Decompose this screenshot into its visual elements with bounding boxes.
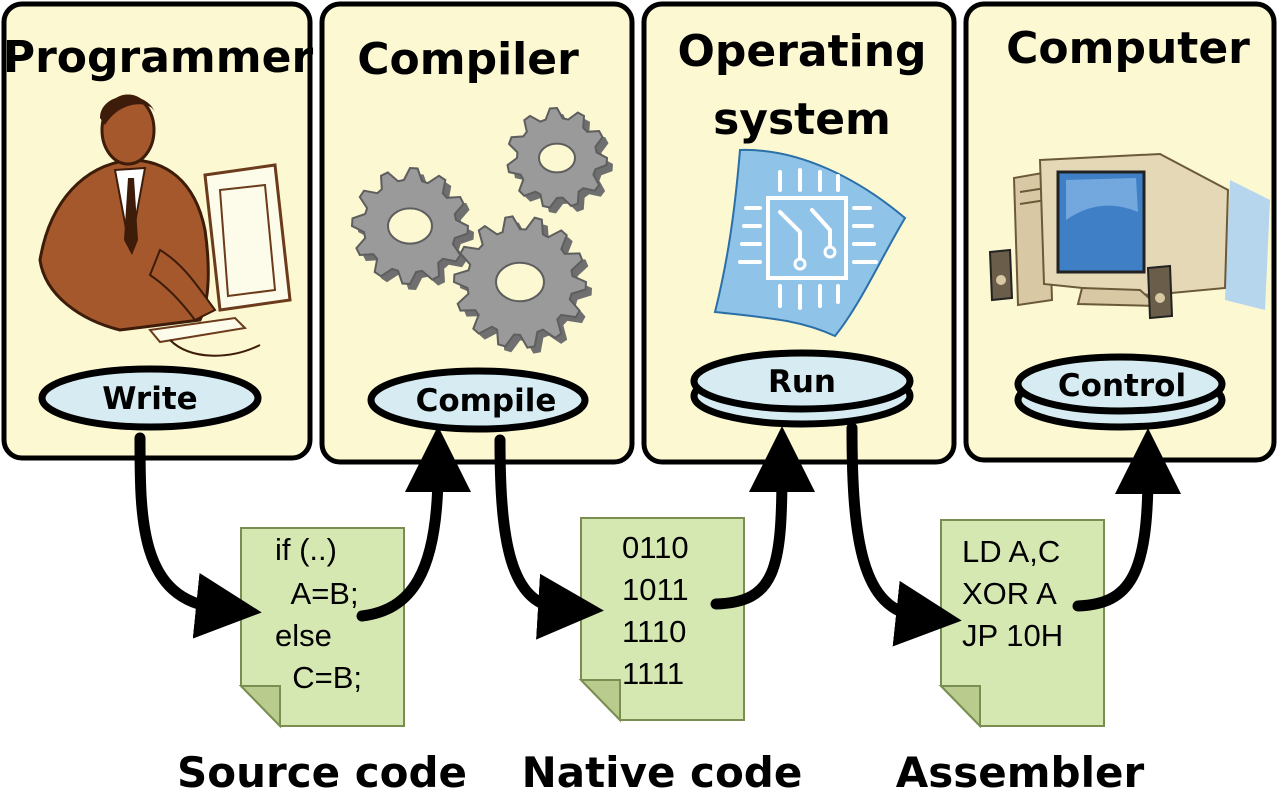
document-native-code-line-3: 1110 — [622, 614, 686, 649]
action-pill-compile — [367, 367, 589, 433]
action-pill-write — [38, 365, 262, 431]
action-pill-write-label: Write — [102, 381, 197, 417]
document-source-code-line-3: else — [275, 618, 332, 653]
document-source-code: if (..) A=B; else C=B; Source code — [177, 527, 467, 792]
document-assembler-line-1: LD A,C — [962, 534, 1060, 569]
circuit-chip-illustration — [713, 148, 907, 338]
arrow-assembler-to-control — [1072, 428, 1181, 612]
panel-operating-system: Operating system Run — [641, 1, 957, 465]
panel-compiler: Compiler Compile — [319, 1, 635, 465]
action-pill-control — [1014, 353, 1226, 415]
document-assembler-line-2: XOR A — [962, 576, 1057, 611]
panel-operating-system-title-line-2: system — [713, 94, 891, 145]
gear-hole-2 — [538, 142, 576, 174]
document-native-code-sheet — [580, 517, 745, 721]
action-pill-control-label: Control — [1058, 368, 1186, 404]
panel-operating-system-title-line-1: Operating — [677, 26, 926, 77]
arrow-run-to-assembler — [846, 422, 962, 647]
document-native-code-line-1: 0110 — [622, 530, 689, 565]
arrow-native-code-to-run — [710, 426, 815, 610]
document-assembler-line-3: JP 10H — [962, 618, 1063, 653]
action-pill-compile-label: Compile — [416, 383, 557, 419]
panel-computer-title: Computer — [1006, 23, 1250, 74]
document-native-code-line-4: 1111 — [622, 656, 684, 691]
gear-hole-1 — [387, 207, 433, 245]
gear-hole-3 — [495, 261, 545, 303]
arrow-source-code-to-compile — [356, 426, 471, 622]
document-assembler-caption: Assembler — [896, 748, 1145, 792]
document-source-code-line-1: if (..) — [275, 532, 337, 567]
action-pill-run-label: Run — [768, 364, 836, 400]
arrow-compile-to-native-code — [494, 434, 604, 640]
panel-programmer: Programmer Write — [1, 1, 314, 461]
document-assembler: LD A,C XOR A JP 10H Assembler — [896, 519, 1145, 792]
arrow-write-to-source-code — [134, 432, 262, 639]
panel-programmer-title: Programmer — [3, 32, 314, 83]
panel-computer: Computer Control — [963, 1, 1277, 463]
panel-compiler-title: Compiler — [357, 34, 579, 85]
document-source-code-caption: Source code — [177, 748, 467, 792]
gears-illustration — [350, 106, 613, 354]
document-assembler-sheet — [940, 519, 1105, 727]
action-pill-run — [690, 349, 914, 413]
document-native-code-caption: Native code — [522, 748, 803, 792]
desktop-computer-illustration — [988, 152, 1270, 320]
document-native-code-line-2: 1011 — [622, 572, 689, 607]
document-source-code-sheet — [240, 527, 405, 727]
document-source-code-line-4: C=B; — [275, 660, 362, 695]
programmer-illustration — [38, 94, 292, 357]
document-native-code: 0110 1011 1110 1111 Native code — [522, 517, 803, 792]
document-source-code-line-2: A=B; — [275, 576, 359, 611]
